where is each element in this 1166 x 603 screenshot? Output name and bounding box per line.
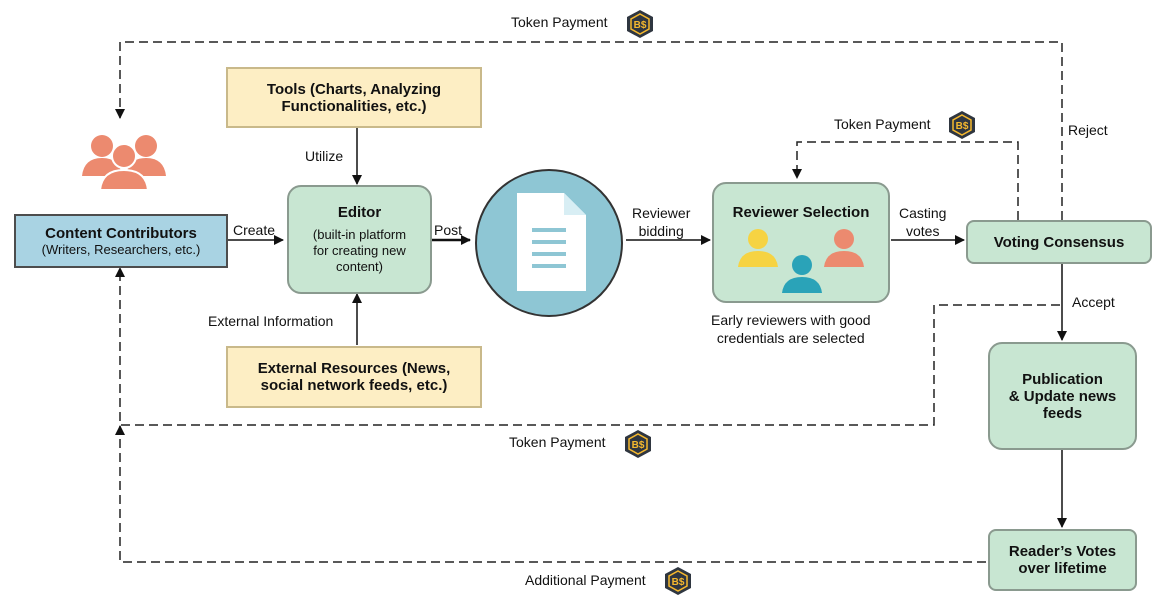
utilize-label: Utilize [305, 148, 344, 164]
accept-label: Accept [1072, 294, 1115, 310]
publication-line-3: feeds [1042, 404, 1083, 422]
additional-payment-label: Additional Payment [525, 572, 646, 588]
token-coin-icon: B$ [625, 430, 651, 458]
reviewer-selection-box: Reviewer Selection [712, 182, 890, 303]
token-payment-top-label: Token Payment [511, 14, 608, 30]
external-resources-box: External Resources (News, social network… [226, 346, 482, 408]
content-contributors-box: Content Contributors (Writers, Researche… [14, 214, 228, 268]
token-payment-top-loop [115, 41, 1063, 220]
reviewer-note-line-1: Early reviewers with good [711, 312, 871, 328]
publication-line-2: & Update news [1008, 387, 1117, 405]
reviewer-selection-title: Reviewer Selection [732, 204, 870, 221]
tools-line-2: Functionalities, etc.) [281, 97, 427, 115]
editor-line-1: (built-in platform [312, 227, 407, 242]
reviewer-note: Early reviewers with good credentials ar… [711, 311, 871, 347]
tools-line-1: Tools (Charts, Analyzing [266, 80, 442, 98]
editor-line-2: for creating new [313, 243, 406, 258]
contributors-group-icon [82, 135, 166, 191]
document-icon [475, 169, 623, 317]
svg-text:B$: B$ [672, 577, 685, 588]
tools-box: Tools (Charts, Analyzing Functionalities… [226, 67, 482, 128]
reviewer-bidding-line-1: Reviewer [632, 205, 691, 221]
svg-text:B$: B$ [632, 440, 645, 451]
external-resources-line-1: External Resources (News, [257, 360, 451, 377]
editor-line-3: content) [336, 259, 383, 274]
reject-label: Reject [1068, 122, 1108, 138]
readers-votes-box: Reader’s Votes over lifetime [988, 529, 1137, 591]
casting-votes-line-1: Casting [899, 205, 947, 221]
additional-payment-loop [115, 425, 986, 563]
editor-box: Editor (built-in platform for creating n… [287, 185, 432, 294]
external-resources-line-2: social network feeds, etc.) [260, 377, 448, 394]
publication-line-1: Publication [1022, 370, 1103, 388]
voting-consensus-title: Voting Consensus [993, 233, 1125, 251]
reviewer-bidding-label: Reviewer bidding [632, 204, 690, 240]
token-payment-bottom-label: Token Payment [509, 434, 606, 450]
svg-text:B$: B$ [956, 121, 969, 132]
token-coin-icon: B$ [627, 10, 653, 38]
create-label: Create [233, 222, 276, 238]
token-payment-mid-label: Token Payment [834, 116, 931, 132]
reviewers-icon [738, 229, 864, 293]
publication-box: Publication & Update news feeds [988, 342, 1137, 450]
post-label: Post [434, 222, 463, 238]
external-information-label: External Information [208, 313, 334, 329]
readers-votes-line-2: over lifetime [1018, 560, 1107, 577]
svg-text:B$: B$ [634, 20, 647, 31]
content-contributors-title: Content Contributors [45, 225, 197, 242]
content-contributors-subtitle: (Writers, Researchers, etc.) [41, 242, 201, 257]
token-payment-mid-loop [115, 267, 1060, 426]
casting-votes-line-2: votes [906, 223, 940, 239]
token-payment-reviewer-loop [792, 141, 1019, 220]
editor-title: Editor [337, 204, 382, 221]
voting-consensus-box: Voting Consensus [966, 220, 1152, 264]
token-coin-icon: B$ [949, 111, 975, 139]
token-coin-icon: B$ [665, 567, 691, 595]
reviewer-note-line-2: credentials are selected [716, 330, 865, 346]
casting-votes-label: Casting votes [899, 204, 946, 240]
reviewer-bidding-line-2: bidding [638, 223, 684, 239]
readers-votes-line-1: Reader’s Votes [1008, 543, 1117, 560]
